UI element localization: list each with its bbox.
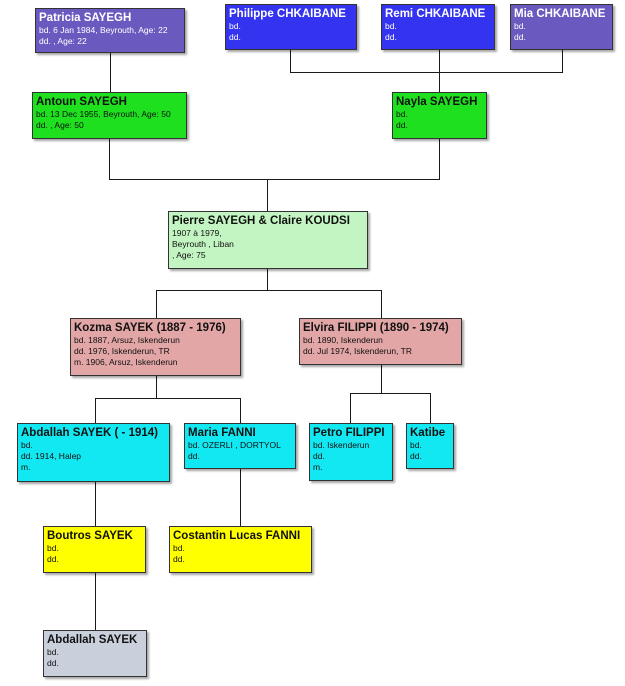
person-detail: bd. [410, 440, 422, 450]
person-detail: bd. 13 Dec 1955, Beyrouth, Age: 50 [36, 109, 171, 119]
person-detail: dd. [410, 451, 422, 461]
person-name: Elvira FILIPPI (1890 - 1974) [303, 322, 449, 334]
person-name: Nayla SAYEGH [396, 96, 478, 108]
person-detail: bd. [385, 21, 397, 31]
person-detail: Beyrouth , Liban [172, 239, 234, 249]
person-name: Kozma SAYEK (1887 - 1976) [74, 322, 226, 334]
person-detail: m. [21, 462, 31, 472]
person-detail: bd. [47, 647, 59, 657]
person-detail: , Age: 75 [172, 250, 206, 260]
person-detail: bd. Iskenderun [313, 440, 370, 450]
person-detail: bd. [173, 543, 185, 553]
person-name: Katibe [410, 427, 446, 439]
person-name: Pierre SAYEGH & Claire KOUDSI [172, 215, 350, 227]
person-name: Philippe CHKAIBANE [229, 8, 346, 20]
connector-elvira-children [350, 365, 431, 423]
person-name: Antoun SAYEGH [36, 96, 127, 108]
person-card-abdallah1[interactable]: Abdallah SAYEK ( - 1914)bd.dd. 1914, Hal… [17, 423, 170, 482]
person-detail: m. 1906, Arsuz, Iskenderun [74, 357, 178, 367]
person-detail: dd. , Age: 22 [39, 36, 87, 46]
person-detail: bd. [47, 543, 59, 553]
person-card-kozma[interactable]: Kozma SAYEK (1887 - 1976)bd. 1887, Arsuz… [70, 318, 241, 376]
person-name: Costantin Lucas FANNI [173, 530, 301, 542]
person-detail: dd. [514, 32, 526, 42]
connector-pierre-kozma-elvira [156, 269, 382, 318]
person-name: Patricia SAYEGH [39, 12, 132, 24]
person-detail: dd. [188, 451, 200, 461]
person-name: Boutros SAYEK [47, 530, 133, 542]
person-name: Petro FILIPPI [313, 427, 385, 439]
person-detail: m. [313, 462, 323, 472]
person-detail: dd. Jul 1974, Iskenderun, TR [303, 346, 412, 356]
person-detail: dd. [385, 32, 397, 42]
person-name: Abdallah SAYEK [47, 634, 138, 646]
connector-chkaibane-nayla [290, 50, 563, 92]
person-detail: dd. [47, 658, 59, 668]
person-name: Maria FANNI [188, 427, 256, 439]
person-detail: bd. 1887, Arsuz, Iskenderun [74, 335, 180, 345]
person-detail: bd. 1890, Iskenderun [303, 335, 383, 345]
person-detail: dd. [173, 554, 185, 564]
person-detail: dd. [313, 451, 325, 461]
person-detail: 1907 à 1979, [172, 228, 222, 238]
person-detail: bd. [514, 21, 526, 31]
person-detail: bd. [396, 109, 408, 119]
person-detail: dd. 1976, Iskenderun, TR [74, 346, 170, 356]
person-detail: bd. OZERLI , DORTYOL [188, 440, 281, 450]
person-detail: dd. , Age: 50 [36, 120, 84, 130]
person-name: Abdallah SAYEK ( - 1914) [21, 427, 158, 439]
person-detail: bd. 6 Jan 1984, Beyrouth, Age: 22 [39, 25, 168, 35]
person-detail: dd. [47, 554, 59, 564]
person-card-elvira[interactable]: Elvira FILIPPI (1890 - 1974)bd. 1890, Is… [299, 318, 462, 365]
person-detail: bd. [21, 440, 33, 450]
person-name: Mia CHKAIBANE [514, 8, 606, 20]
person-detail: bd. [229, 21, 241, 31]
person-detail: dd. [229, 32, 241, 42]
person-name: Remi CHKAIBANE [385, 8, 486, 20]
person-detail: dd. [396, 120, 408, 130]
connector-kozma-children [95, 376, 241, 423]
person-detail: dd. 1914, Halep [21, 451, 82, 461]
connector-parents-pierre [109, 139, 440, 211]
